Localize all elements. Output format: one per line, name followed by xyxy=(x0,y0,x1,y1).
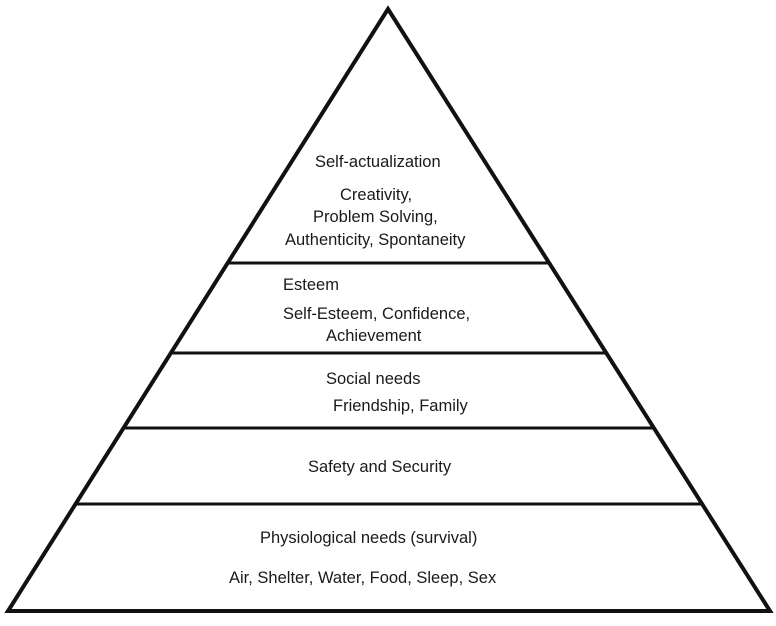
level-detail: Authenticity, Spontaneity xyxy=(285,231,466,249)
level-safety: Safety and Security xyxy=(308,458,452,476)
level-esteem: Esteem Self-Esteem, Confidence, Achievem… xyxy=(283,276,470,345)
level-detail: Friendship, Family xyxy=(333,397,469,415)
pyramid-outline xyxy=(4,5,774,613)
level-title: Self-actualization xyxy=(315,153,441,171)
level-detail: Achievement xyxy=(326,327,422,345)
level-detail: Creativity, xyxy=(340,186,412,204)
level-physiological: Physiological needs (survival) Air, Shel… xyxy=(229,529,497,587)
level-social: Social needs Friendship, Family xyxy=(326,370,469,415)
level-title: Safety and Security xyxy=(308,458,452,476)
level-detail: Air, Shelter, Water, Food, Sleep, Sex xyxy=(229,569,497,587)
level-title: Esteem xyxy=(283,276,339,294)
level-self-actualization: Self-actualization Creativity, Problem S… xyxy=(285,153,466,249)
level-title: Social needs xyxy=(326,370,420,388)
level-detail: Self-Esteem, Confidence, xyxy=(283,305,470,323)
level-detail: Problem Solving, xyxy=(313,208,438,226)
level-title: Physiological needs (survival) xyxy=(260,529,477,547)
